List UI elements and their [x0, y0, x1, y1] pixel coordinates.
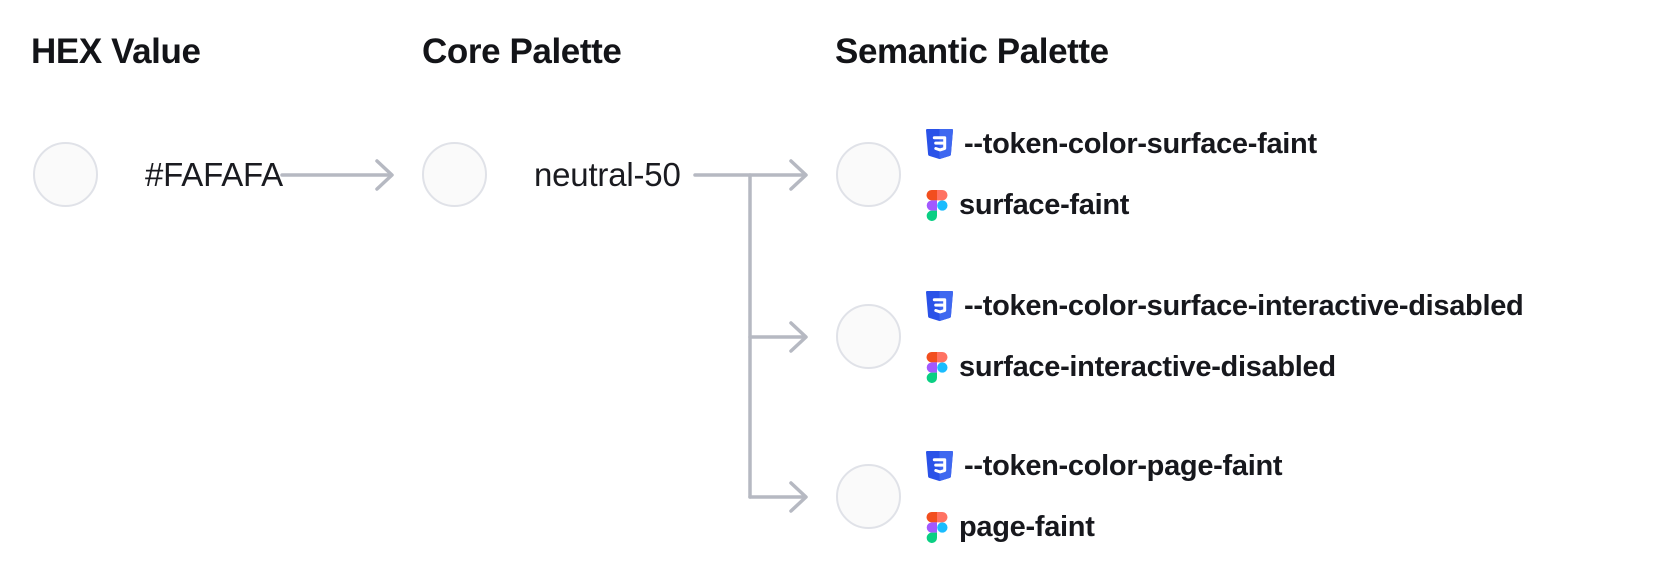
semantic-token-item: --token-color-surface-interactive-disabl…	[836, 289, 1524, 384]
core-color-swatch	[422, 142, 487, 207]
core-palette-label: neutral-50	[534, 155, 681, 193]
core-palette-header: Core Palette	[422, 32, 622, 71]
css-token-row: --token-color-surface-faint	[926, 127, 1317, 161]
hex-color-swatch	[33, 142, 98, 207]
core-palette-node: neutral-50	[422, 142, 681, 207]
figma-token-row: surface-interactive-disabled	[926, 350, 1523, 384]
figma-logo-icon	[926, 351, 948, 383]
figma-token-label: surface-faint	[959, 189, 1130, 221]
semantic-color-swatch	[836, 464, 901, 529]
css3-shield-icon	[926, 128, 953, 160]
semantic-color-swatch	[836, 304, 901, 369]
figma-logo-icon	[926, 511, 948, 543]
figma-token-label: surface-interactive-disabled	[959, 351, 1336, 383]
figma-logo-icon	[926, 189, 948, 221]
arrow-hex-to-core-head	[375, 159, 394, 191]
hex-value-node: #FAFAFA	[33, 142, 283, 207]
hex-value-label: #FAFAFA	[145, 155, 283, 193]
semantic-color-swatch	[836, 142, 901, 207]
figma-token-row: surface-faint	[926, 188, 1317, 222]
branch-main-head	[789, 159, 808, 191]
css-token-row: --token-color-surface-interactive-disabl…	[926, 289, 1524, 323]
figma-token-label: page-faint	[959, 511, 1095, 543]
figma-token-row: page-faint	[926, 510, 1282, 544]
branch-middle-head	[789, 321, 808, 353]
css3-shield-icon	[926, 290, 953, 322]
branch-bottom-head	[789, 481, 808, 513]
semantic-token-item: --token-color-page-faint page-faint	[836, 449, 1283, 544]
semantic-token-item: --token-color-surface-faint surface-fain…	[836, 127, 1317, 222]
css-token-label: --token-color-page-faint	[964, 450, 1283, 482]
css3-shield-icon	[926, 450, 953, 482]
css-token-label: --token-color-surface-faint	[964, 128, 1317, 160]
css-token-row: --token-color-page-faint	[926, 449, 1283, 483]
hex-value-header: HEX Value	[31, 32, 201, 71]
css-token-label: --token-color-surface-interactive-disabl…	[964, 290, 1524, 322]
semantic-palette-header: Semantic Palette	[835, 32, 1109, 71]
